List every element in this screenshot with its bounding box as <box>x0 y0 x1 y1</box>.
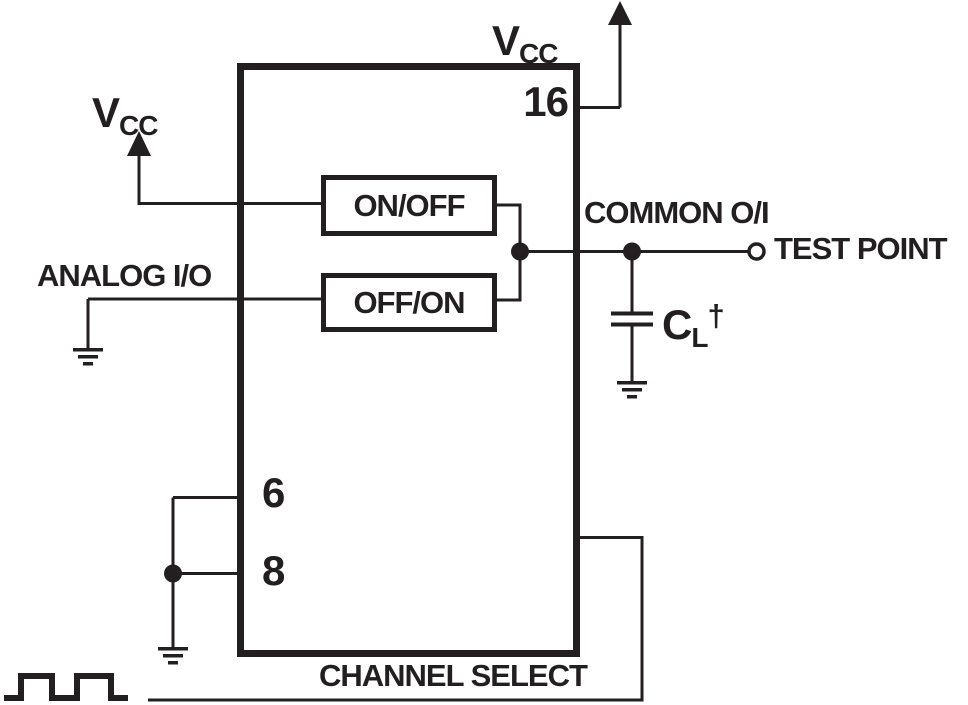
test-point-label: TEST POINT <box>774 231 948 266</box>
load-capacitor-label: CL† <box>662 300 725 352</box>
pin6-pin8-ground-wire <box>164 496 240 648</box>
pin16-vcc-wire <box>576 1 632 109</box>
vcc-left-arrow-icon <box>127 131 151 156</box>
analog-io-label: ANALOG I/O <box>37 258 212 293</box>
ic-body-outline <box>237 63 580 657</box>
vcc-top-arrow-icon <box>608 1 632 25</box>
capacitor-subscript: L <box>691 322 708 353</box>
vcc-left-supply-wire <box>127 131 323 205</box>
square-wave-icon <box>4 673 128 701</box>
vcc-left-label: VCC <box>92 89 158 140</box>
load-capacitor-icon <box>611 251 653 382</box>
vcc-left-main: V <box>92 89 120 136</box>
pin16-label: 16 <box>523 78 569 125</box>
pins-ground-icon <box>158 646 188 665</box>
vcc-top-subscript: CC <box>519 38 558 69</box>
analog-io-ground-icon <box>73 347 103 366</box>
channel-select-wire <box>148 536 644 702</box>
channel-select-label: CHANNEL SELECT <box>319 658 588 693</box>
pin6-label: 6 <box>262 469 285 516</box>
analog-io-wire <box>86 297 323 349</box>
switch-on-off-box <box>321 175 497 236</box>
vcc-top-label: VCC <box>492 17 558 68</box>
common-oi-label: COMMON O/I <box>584 195 770 230</box>
vcc-top-main: V <box>492 17 520 64</box>
capacitor-main: C <box>662 301 692 348</box>
capacitor-ground-icon <box>617 380 647 399</box>
switch-off-on-label: OFF/ON <box>353 284 465 320</box>
pin8-label: 8 <box>262 547 285 594</box>
switch-off-on-box <box>321 273 497 332</box>
test-point-terminal <box>747 242 766 261</box>
capacitor-dagger-footnote: † <box>707 298 725 333</box>
vcc-left-subscript: CC <box>119 110 158 141</box>
switch-on-off-label: ON/OFF <box>353 187 465 223</box>
junction-dot <box>164 564 182 583</box>
